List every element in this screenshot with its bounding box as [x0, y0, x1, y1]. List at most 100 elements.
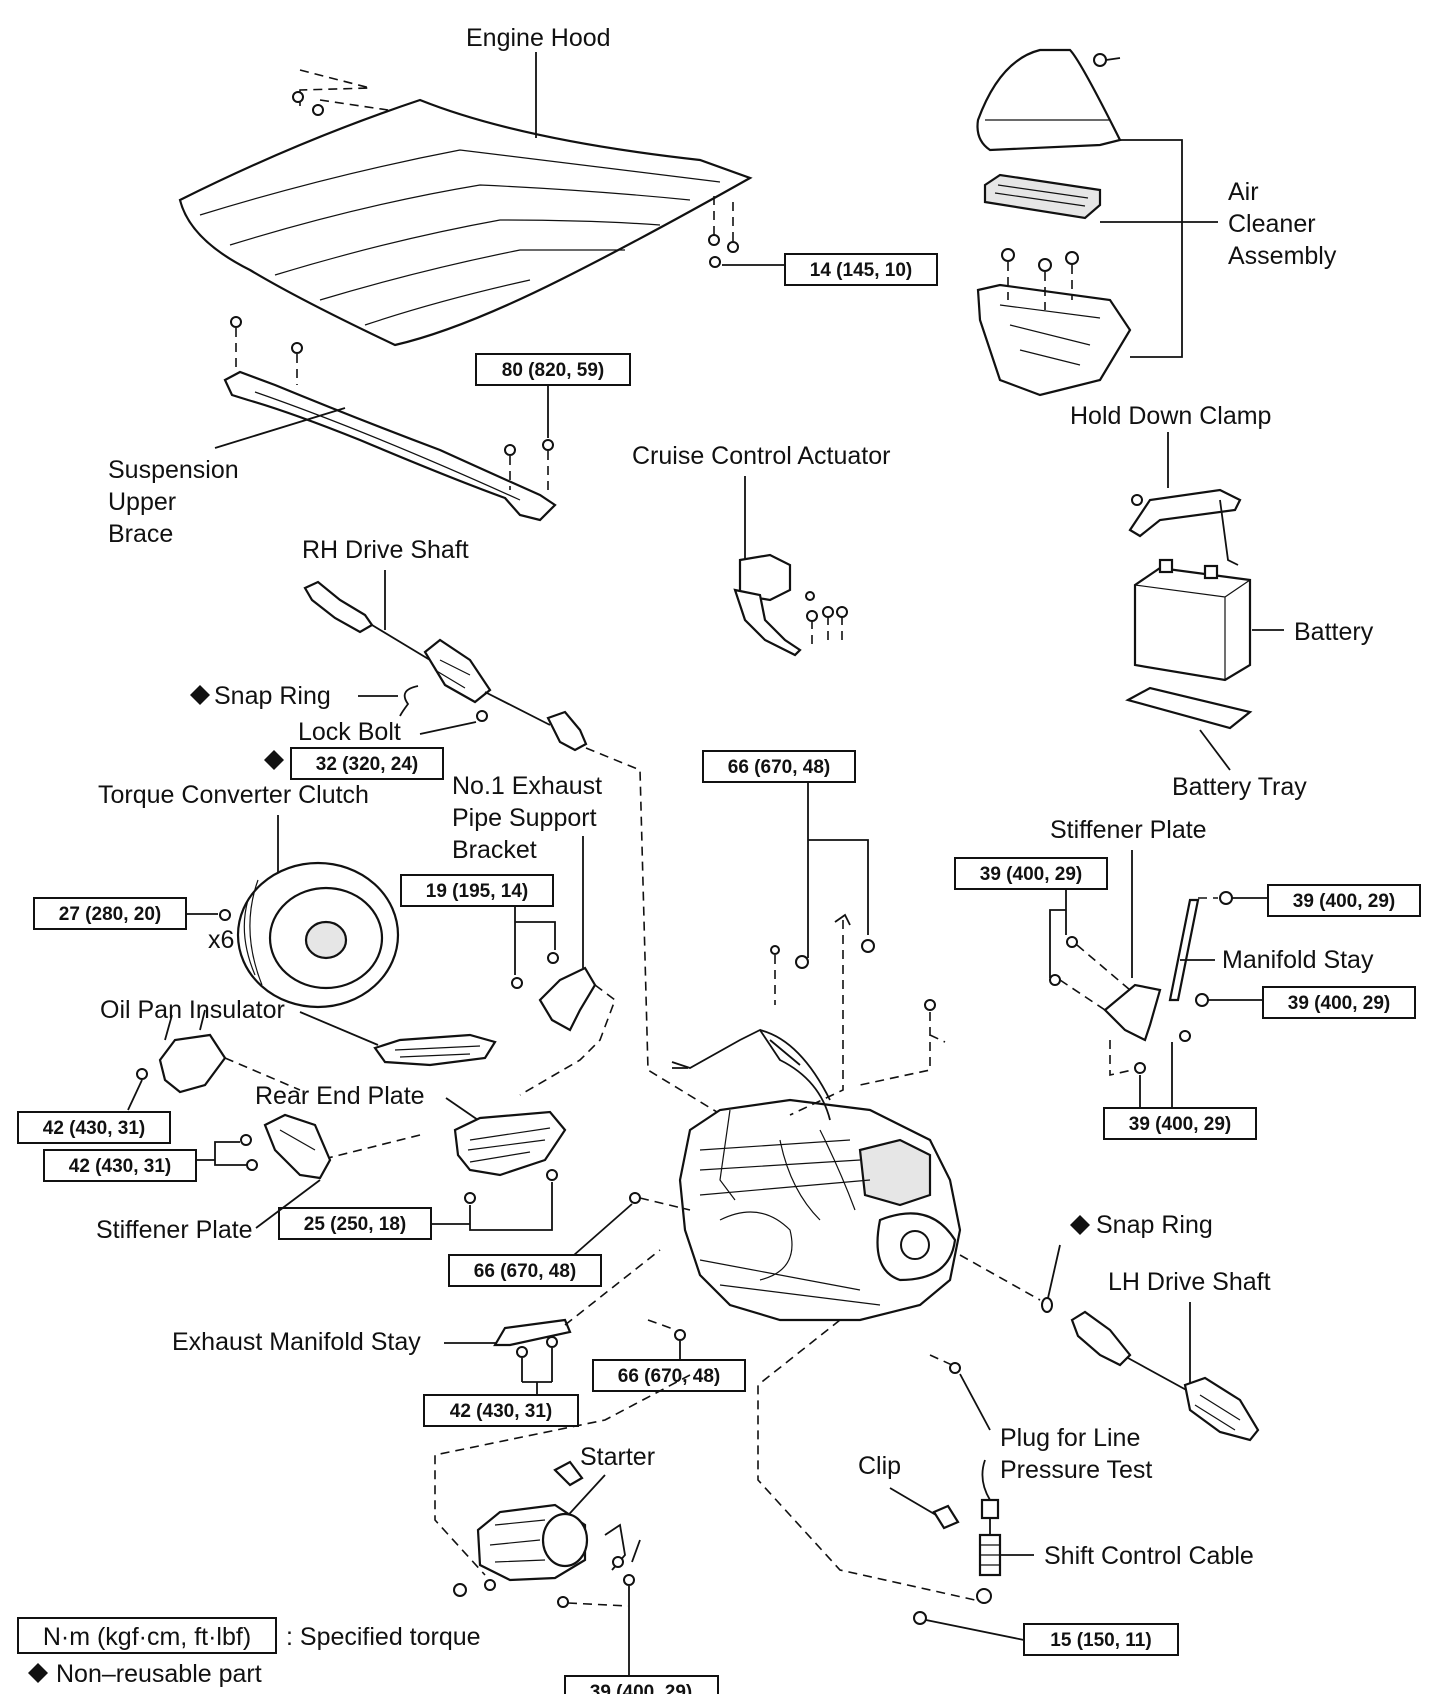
exhaust-bracket-label-3: Bracket — [452, 836, 537, 864]
suspension-upper-brace — [223, 316, 557, 522]
torque-box-exhaust-bracket — [400, 874, 554, 907]
torque-box-starter — [564, 1675, 719, 1694]
starter — [453, 1460, 641, 1608]
torque-center-left: 66 (670, 48) — [474, 1261, 576, 1282]
bolt-icon — [292, 91, 739, 268]
hold-down-clamp — [1128, 488, 1242, 566]
battery-tray-label: Battery Tray — [1172, 773, 1307, 801]
lock-bolt-icon — [476, 710, 488, 722]
rh-drive-shaft — [303, 580, 588, 752]
air-cleaner-label-1: Air — [1228, 178, 1259, 206]
torque-stiffener-right-bottom: 39 (400, 29) — [1129, 1114, 1231, 1135]
suspension-label-3: Brace — [108, 520, 173, 548]
torque-manifold-stay-top: 39 (400, 29) — [1293, 891, 1395, 912]
plug-label-1: Plug for Line — [1000, 1424, 1140, 1452]
snap-ring-icon — [1041, 1297, 1053, 1313]
bolt-icon — [674, 1329, 686, 1341]
x6-label: x6 — [208, 926, 234, 954]
torque-box-torque-converter — [33, 897, 187, 930]
torque-insulator: 42 (430, 31) — [43, 1118, 145, 1139]
torque-box-stiffener-right — [954, 857, 1108, 890]
stiffener-plate-right-label: Stiffener Plate — [1050, 816, 1207, 844]
suspension-label-1: Suspension — [108, 456, 239, 484]
bolt-icon — [913, 1611, 927, 1625]
torque-center-bottom: 66 (670, 48) — [618, 1366, 720, 1387]
diamond-icon — [28, 1663, 48, 1683]
lh-drive-shaft-label: LH Drive Shaft — [1108, 1268, 1271, 1296]
torque-lock-bolt: 32 (320, 24) — [316, 754, 418, 775]
hold-down-clamp-label: Hold Down Clamp — [1070, 402, 1271, 430]
battery-label: Battery — [1294, 618, 1374, 646]
transaxle — [671, 1028, 962, 1322]
torque-starter: 39 (400, 29) — [590, 1682, 692, 1694]
exhaust-manifold-stay — [493, 1318, 572, 1358]
insulator-bracket — [136, 1009, 227, 1094]
diamond-icon — [190, 685, 210, 705]
rh-drive-shaft-label: RH Drive Shaft — [302, 536, 469, 564]
clip-label: Clip — [858, 1452, 901, 1480]
plug-label-2: Pressure Test — [1000, 1456, 1152, 1484]
torque-exhaust-bracket: 19 (195, 14) — [426, 881, 528, 902]
cruise-control-label: Cruise Control Actuator — [632, 442, 890, 470]
torque-exhaust-manifold-stay: 42 (430, 31) — [450, 1401, 552, 1422]
stiffener-plate-right — [1049, 936, 1191, 1074]
bolt-icon — [949, 1362, 961, 1374]
legend-unit-desc: : Specified torque — [286, 1623, 481, 1651]
legend: N·m (kgf·cm, ft·lbf) : Specified torque … — [17, 1617, 481, 1688]
torque-box-stiffener-left — [43, 1149, 197, 1182]
torque-box-stiffener-right-bottom — [1103, 1107, 1257, 1140]
torque-box-manifold-stay-mid — [1262, 986, 1416, 1019]
torque-brace: 80 (820, 59) — [502, 360, 604, 381]
torque-converter-label: Torque Converter Clutch — [98, 781, 369, 809]
exhaust-bracket-label-2: Pipe Support — [452, 804, 597, 832]
diamond-icon — [264, 750, 284, 770]
exhaust-bracket-label-1: No.1 Exhaust — [452, 772, 602, 800]
torque-hood: 14 (145, 10) — [810, 260, 912, 281]
exhaust-manifold-stay-label: Exhaust Manifold Stay — [172, 1328, 421, 1356]
torque-rear-end-plate: 25 (250, 18) — [304, 1214, 406, 1235]
bolt-icon — [770, 939, 875, 969]
manifold-stay-label: Manifold Stay — [1222, 946, 1374, 974]
snap-ring-rh-label: Snap Ring — [214, 682, 331, 710]
torque-converter-clutch — [236, 861, 400, 1009]
torque-manifold-stay-mid: 39 (400, 29) — [1288, 993, 1390, 1014]
torque-box-lock-bolt — [290, 747, 444, 780]
starter-label: Starter — [580, 1443, 655, 1471]
suspension-label-2: Upper — [108, 488, 176, 516]
bolt-icon — [629, 1192, 641, 1204]
legend-unit: N·m (kgf·cm, ft·lbf) — [43, 1623, 251, 1651]
shift-cable-label: Shift Control Cable — [1044, 1542, 1254, 1570]
battery — [1133, 558, 1252, 682]
torque-box-hood — [784, 253, 938, 286]
legend-nonreusable: Non–reusable part — [56, 1660, 262, 1688]
shift-control-cable — [976, 1459, 1002, 1604]
diamond-icon — [1070, 1215, 1090, 1235]
rear-end-plate-label: Rear End Plate — [255, 1082, 425, 1110]
torque-box-insulator — [17, 1111, 171, 1144]
lh-drive-shaft — [1070, 1310, 1260, 1442]
bolt-icon — [924, 999, 936, 1011]
engine-hood — [178, 98, 753, 347]
torque-box-brace — [475, 353, 631, 386]
torque-box-exhaust-manifold-stay — [423, 1394, 579, 1427]
engine-hood-label: Engine Hood — [466, 24, 611, 52]
oil-pan-insulator-label: Oil Pan Insulator — [100, 996, 285, 1024]
stiffener-plate-left-label: Stiffener Plate — [96, 1216, 253, 1244]
torque-stiffener-right: 39 (400, 29) — [980, 864, 1082, 885]
stiffener-plate-left — [240, 1113, 332, 1180]
torque-stiffener-left: 42 (430, 31) — [69, 1156, 171, 1177]
snap-ring-lh-label: Snap Ring — [1096, 1211, 1213, 1239]
torque-box-center-left — [448, 1254, 602, 1287]
air-cleaner-assembly — [976, 48, 1132, 397]
rear-end-plate — [453, 1110, 567, 1204]
torque-box-rear-end-plate — [278, 1207, 432, 1240]
cruise-control-actuator — [733, 553, 848, 657]
snap-ring-icon — [399, 685, 419, 717]
torque-torque-converter: 27 (280, 20) — [59, 904, 161, 925]
torque-box-manifold-stay-top — [1267, 884, 1421, 917]
torque-box-upper-center — [702, 750, 856, 783]
torque-box-shift-cable — [1023, 1623, 1179, 1656]
air-cleaner-label-2: Cleaner — [1228, 210, 1316, 238]
clip-icon — [932, 1504, 960, 1530]
